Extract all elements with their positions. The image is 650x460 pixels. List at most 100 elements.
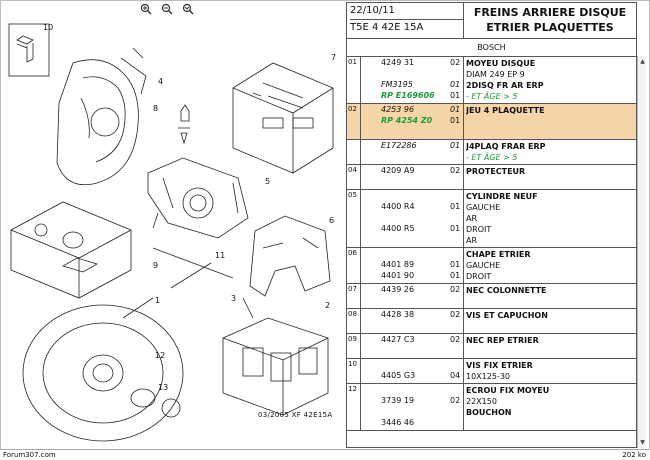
brake-pads-box	[222, 317, 329, 416]
status-site: Forum307.com	[3, 451, 56, 459]
part-quantity	[450, 295, 460, 306]
callout-10: 10	[43, 23, 53, 32]
description-line: VIS ET CAPUCHON	[466, 311, 548, 320]
part-reference[interactable]: 4428 38	[381, 310, 415, 319]
description-line	[466, 127, 634, 138]
description-line	[466, 177, 634, 188]
row-references: 4400 R4 01 4400 R5 01	[361, 190, 464, 247]
header-code: T5E 4 42E 15A	[350, 22, 424, 33]
callout-9: 9	[153, 261, 158, 270]
callout-6: 6	[329, 216, 334, 225]
caliper-bracket	[249, 215, 331, 297]
description-line	[466, 296, 634, 307]
part-quantity: 01	[450, 141, 461, 150]
callout-4: 4	[158, 77, 163, 86]
callout-13: 13	[158, 383, 168, 392]
part-reference[interactable]: 4401 89	[381, 260, 415, 269]
part-reference[interactable]: 4400 R4	[381, 202, 415, 211]
description-line: CYLINDRE NEUF	[466, 192, 538, 201]
part-reference[interactable]: 4253 96	[381, 105, 415, 114]
status-bar: Forum307.com 202 ko	[0, 449, 650, 460]
row-description: PROTECTEUR	[464, 165, 636, 189]
part-quantity: 02	[450, 335, 461, 344]
description-line	[466, 418, 634, 429]
part-quantity	[450, 320, 460, 331]
scroll-down-icon[interactable]: ▼	[640, 439, 645, 446]
callout-11: 11	[215, 251, 225, 260]
part-quantity	[450, 248, 460, 259]
part-reference[interactable]: 3446 46	[381, 418, 415, 427]
description-line: 10X125-30	[466, 372, 510, 381]
part-quantity: 01	[450, 105, 461, 114]
callout-12: 12	[155, 351, 165, 360]
part-reference[interactable]: 4401 90	[381, 271, 415, 280]
zoom-fit-icon[interactable]	[182, 3, 194, 15]
row-position: 01	[347, 57, 361, 103]
part-reference[interactable]: RP 4254 Z0	[381, 116, 433, 125]
part-quantity: 01	[450, 224, 461, 233]
part-reference[interactable]: 4209 A9	[381, 166, 415, 175]
description-line: DROIT	[466, 225, 492, 234]
description-line: GAUCHE	[466, 203, 501, 212]
part-reference[interactable]: 4249 31	[381, 58, 415, 67]
vertical-scrollbar[interactable]: ▲ ▼	[637, 56, 646, 448]
parts-header: 22/10/11 T5E 4 42E 15A FREINS ARRIERE DI…	[347, 3, 636, 39]
scroll-up-icon[interactable]: ▲	[640, 58, 645, 65]
description-line: AR	[466, 214, 478, 223]
part-reference[interactable]: FM3195	[381, 80, 413, 89]
brand-label: BOSCH	[347, 39, 636, 57]
description-line: ECROU FIX MOYEU	[466, 386, 550, 395]
description-line: NEC REP ETRIER	[466, 336, 539, 345]
table-row[interactable]: 09 4427 C3 02 NEC REP ETRIER	[347, 334, 636, 359]
item-9-box	[10, 201, 132, 299]
description-line: - ET ÂGE > 5	[466, 153, 518, 162]
description-line: NEC COLONNETTE	[466, 286, 547, 295]
row-references: E172286 01	[361, 140, 464, 164]
part-quantity	[450, 384, 460, 395]
zoom-out-icon[interactable]	[161, 3, 173, 15]
part-reference[interactable]: 4439 26	[381, 285, 415, 294]
part-quantity	[450, 151, 460, 162]
part-quantity: 01	[450, 202, 461, 211]
parts-list-panel: 22/10/11 T5E 4 42E 15A FREINS ARRIERE DI…	[346, 2, 637, 448]
part-reference[interactable]: 4427 C3	[381, 335, 415, 344]
description-line: AR	[466, 236, 478, 245]
row-position: 09	[347, 334, 361, 358]
item-7-box	[232, 62, 334, 174]
table-row[interactable]: 07 4439 26 02 NEC COLONNETTE	[347, 284, 636, 309]
part-reference[interactable]: 4400 R5	[381, 224, 415, 233]
zoom-in-icon[interactable]	[140, 3, 152, 15]
part-reference[interactable]: E172286	[381, 141, 417, 150]
part-reference[interactable]: 3739 19	[381, 396, 415, 405]
part-reference[interactable]: 4405 G3	[381, 371, 416, 380]
status-size: 202 ko	[622, 451, 646, 459]
row-references: 4427 C3 02	[361, 334, 464, 358]
row-description: JEU 4 PLAQUETTE	[464, 104, 636, 139]
part-quantity: 02	[450, 285, 461, 294]
part-reference[interactable]: RP E169606	[381, 91, 435, 100]
part-quantity: 01	[450, 91, 461, 100]
row-position: 07	[347, 284, 361, 308]
part-quantity: 01	[450, 80, 461, 89]
description-line: DROIT	[466, 272, 492, 281]
part-quantity	[450, 68, 460, 79]
row-position: 10	[347, 359, 361, 383]
description-line: PROTECTEUR	[466, 167, 526, 176]
zoom-toolbar	[140, 3, 194, 15]
header-date: 22/10/11	[350, 3, 463, 20]
row-description: CYLINDRE NEUF GAUCHE AR DROIT AR	[464, 190, 636, 247]
row-position	[347, 140, 361, 164]
